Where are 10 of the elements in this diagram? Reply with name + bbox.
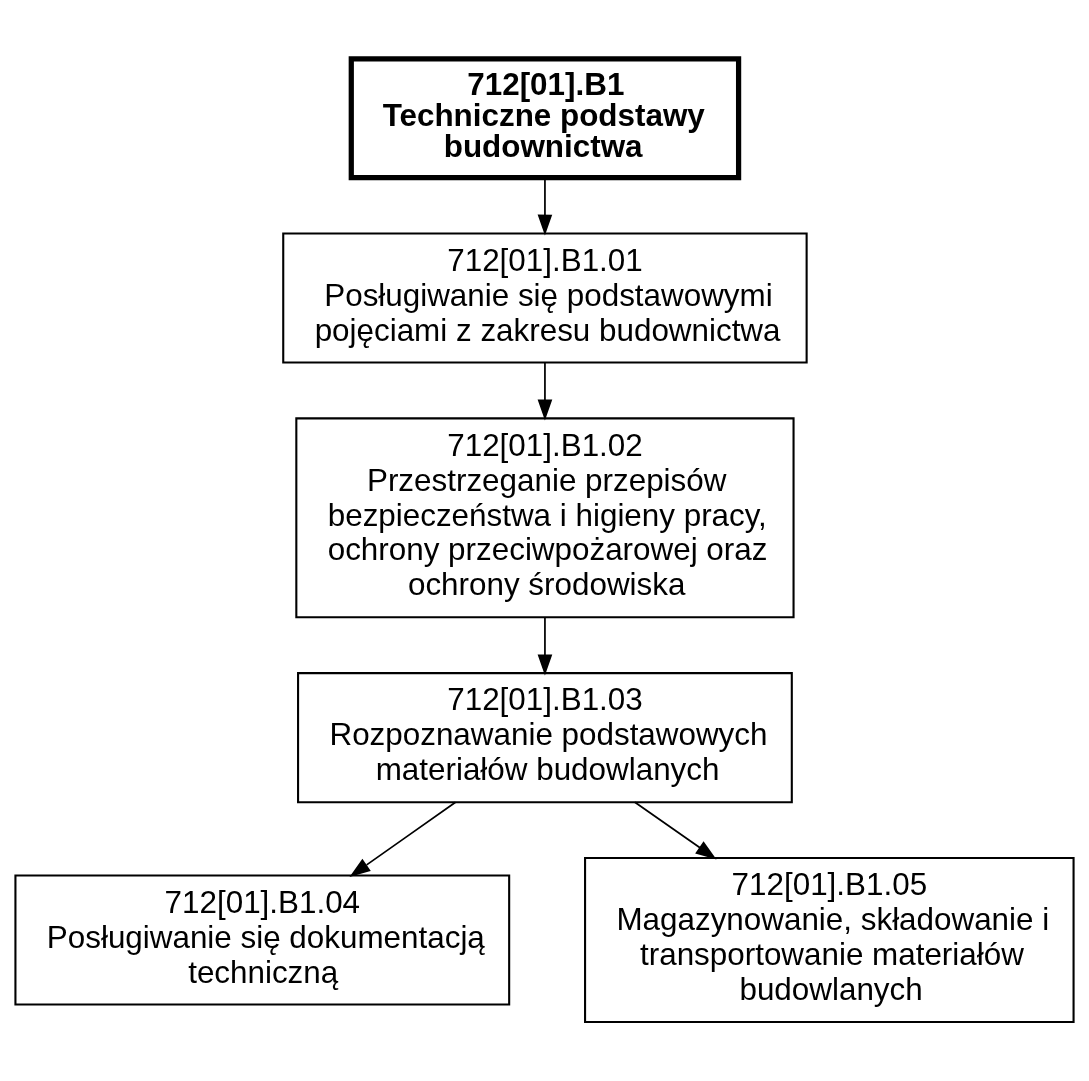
arrow [537,616,553,676]
arrow [634,801,717,860]
node-box: 712[01].B1.01 Posługiwanie się podstawowymi pojęciami z zakresu budownictwa [282,232,808,364]
node-box: 712[01].B1.02 Przestrzeganie przepisów bezpieczeństwa i higieny pracy, ochrony przeciwpożarowej oraz ochrony środowiska [295,417,795,619]
arrow [349,801,457,877]
node-box: 712[01].B1 Techniczne podstawy budownictwa [348,56,742,181]
arrow [537,362,553,421]
node-box: 712[01].B1.03 Rozpoznawanie podstawowych materiałów budowlanych [297,672,793,804]
node-box: 712[01].B1.05 Magazynowanie, składowanie i transportowanie materiałów budowlanych [584,857,1075,1024]
node-box: 712[01].B1.04 Posługiwanie się dokumentacją techniczną [14,874,511,1006]
